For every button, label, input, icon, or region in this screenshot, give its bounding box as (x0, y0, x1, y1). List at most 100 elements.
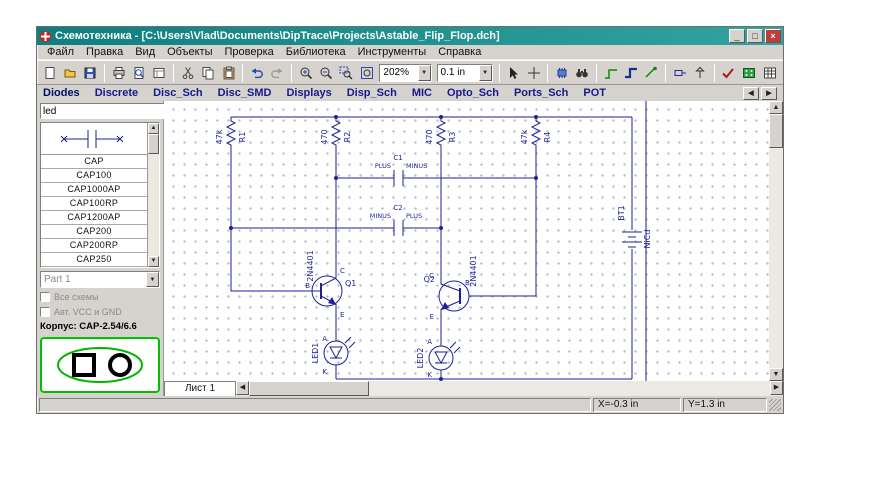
sheet-tab[interactable]: Лист 1 (164, 381, 236, 396)
status-y-coordinate: Y=1.3 in (683, 397, 767, 412)
library-tab-disp-sch[interactable]: Disp_Sch (346, 87, 397, 99)
paste-button[interactable] (218, 62, 239, 83)
print-preview-button[interactable] (129, 62, 149, 83)
menu-verification[interactable]: Проверка (224, 46, 274, 58)
zoom-fit-button[interactable] (357, 62, 377, 83)
search-input[interactable] (40, 103, 178, 119)
library-tab-mic[interactable]: MIC (411, 87, 432, 99)
new-button[interactable] (40, 62, 60, 83)
component-item[interactable]: CAP200RP (41, 239, 147, 253)
grid-select[interactable]: 0.1 in▼ (436, 63, 493, 82)
menu-bar: Файл Правка Вид Объекты Проверка Библиот… (37, 45, 783, 60)
resistor-R3[interactable]: 470 R3 (425, 117, 457, 151)
library-tab-diodes[interactable]: Diodes (43, 87, 80, 99)
library-tab-discrete[interactable]: Discrete (94, 87, 139, 99)
scroll-up-icon[interactable]: ▲ (148, 123, 159, 134)
resistor-R1[interactable]: 47k R1 (215, 117, 247, 151)
scroll-down-icon[interactable]: ▼ (148, 256, 159, 267)
convert-to-pcb-button[interactable] (739, 62, 759, 83)
resize-grip[interactable] (769, 398, 781, 411)
component-table-button[interactable] (760, 62, 780, 83)
component-symbol-preview[interactable] (41, 123, 147, 155)
list-scrollbar[interactable]: ▲ ▼ (147, 123, 159, 267)
verify-erc-button[interactable] (718, 62, 739, 83)
component-item[interactable]: CAP100RP (41, 197, 147, 211)
undo-button[interactable] (247, 62, 267, 83)
scroll-up-icon[interactable]: ▲ (769, 101, 783, 114)
library-tab-displays[interactable]: Displays (286, 87, 332, 99)
scrollbar-thumb[interactable] (148, 134, 159, 154)
component-item[interactable]: CAP250 (41, 253, 147, 267)
sheet-setup-button[interactable] (149, 62, 170, 83)
led-LED1[interactable]: LED1 A K (311, 335, 356, 376)
canvas-hscrollbar[interactable]: ◀ ▶ (236, 381, 783, 396)
zoom-out-button[interactable] (316, 62, 336, 83)
scroll-left-icon[interactable]: ◀ (236, 381, 249, 395)
redo-button[interactable] (267, 62, 287, 83)
minimize-button[interactable]: _ (729, 29, 745, 43)
library-tab-pot[interactable]: POT (583, 87, 606, 99)
chevron-down-icon[interactable]: ▼ (478, 64, 492, 81)
led-LED2[interactable]: LED2 A K (416, 338, 461, 379)
menu-file[interactable]: Файл (47, 46, 75, 58)
menu-edit[interactable]: Правка (86, 46, 124, 58)
scrollbar-thumb[interactable] (249, 381, 369, 396)
wires[interactable] (230, 116, 642, 380)
place-bus-button[interactable] (621, 62, 641, 83)
canvas-vscrollbar[interactable]: ▲ ▼ (769, 101, 783, 381)
checkbox-all-sheets[interactable]: Все схемы (40, 291, 160, 303)
library-tab-disc-sch[interactable]: Disc_Sch (153, 87, 203, 99)
menu-view[interactable]: Вид (135, 46, 156, 58)
print-button[interactable] (109, 62, 129, 83)
chevron-down-icon[interactable]: ▼ (417, 64, 431, 81)
cut-button[interactable] (178, 62, 198, 83)
checkbox-icon[interactable] (40, 307, 50, 317)
chevron-down-icon[interactable]: ▼ (146, 272, 159, 287)
library-tab-ports-sch[interactable]: Ports_Sch (513, 87, 569, 99)
library-tab-opto-sch[interactable]: Opto_Sch (447, 87, 499, 99)
checkbox-auto-vcc-gnd[interactable]: Авт. VCC и GND (40, 306, 160, 318)
menu-help[interactable]: Справка (438, 46, 482, 58)
component-item[interactable]: CAP200 (41, 225, 147, 239)
place-component-button[interactable] (552, 62, 572, 83)
find-component-button[interactable] (572, 62, 592, 83)
open-button[interactable] (60, 62, 80, 83)
battery-BT1[interactable]: BT1 NiCd (617, 205, 652, 248)
transistor-Q1[interactable]: 2N4401 Q1 B C E (305, 250, 356, 319)
place-net-port-button[interactable] (670, 62, 690, 83)
tabs-scroll-left-icon[interactable]: ◀ (743, 86, 759, 100)
part-select[interactable]: Part 1 ▼ (40, 271, 160, 288)
select-tool-button[interactable] (503, 62, 523, 83)
menu-objects[interactable]: Объекты (167, 46, 213, 58)
capacitor-C2[interactable]: C2 MINUS PLUS (370, 204, 422, 220)
library-tab-disc-smd[interactable]: Disc_SMD (217, 87, 272, 99)
schematic-canvas[interactable]: 47k R1 470 R2 470 R3 (164, 101, 769, 381)
component-item[interactable]: CAP100 (41, 169, 147, 183)
scrollbar-thumb[interactable] (769, 114, 783, 148)
menu-library[interactable]: Библиотека (285, 46, 346, 58)
scroll-right-icon[interactable]: ▶ (770, 381, 783, 395)
scroll-down-icon[interactable]: ▼ (769, 368, 783, 381)
resistor-value: 470 (425, 129, 434, 144)
place-wire-button[interactable] (601, 62, 621, 83)
checkbox-icon[interactable] (40, 292, 50, 302)
zoom-in-button[interactable] (295, 62, 316, 83)
close-button[interactable]: × (765, 29, 781, 43)
menu-tools[interactable]: Инструменты (357, 46, 427, 58)
save-button[interactable] (80, 62, 101, 83)
copy-button[interactable] (198, 62, 218, 83)
resistor-R2[interactable]: 470 R2 (320, 117, 352, 151)
place-origin-button[interactable] (523, 62, 544, 83)
resistor-R4[interactable]: 47k R4 (520, 117, 552, 151)
zoom-window-button[interactable] (336, 62, 357, 83)
place-bus-connection-button[interactable] (641, 62, 662, 83)
capacitor-C1[interactable]: C1 PLUS MINUS (375, 154, 427, 170)
maximize-button[interactable]: □ (747, 29, 763, 43)
transistor-Q2[interactable]: 2N4401 Q2 B C E (424, 255, 478, 321)
component-item[interactable]: CAP1200AP (41, 211, 147, 225)
component-item[interactable]: CAP1000AP (41, 183, 147, 197)
place-power-button[interactable] (690, 62, 710, 83)
component-item[interactable]: CAP (41, 155, 147, 169)
zoom-select[interactable]: 202%▼ (379, 63, 432, 82)
tabs-scroll-right-icon[interactable]: ▶ (761, 86, 777, 100)
